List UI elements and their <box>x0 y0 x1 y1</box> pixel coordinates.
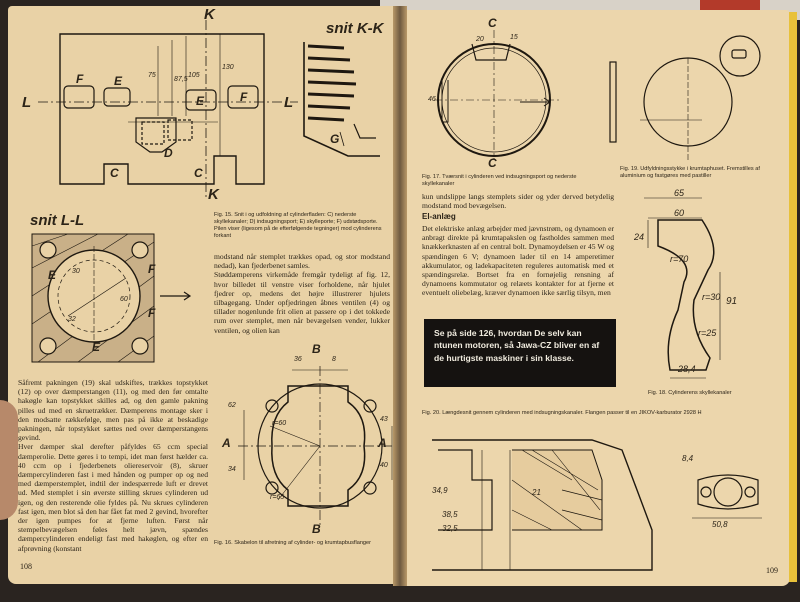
template-dimension-43: 43 <box>380 416 388 423</box>
section-label-k-top: K <box>204 6 215 23</box>
figure-15-caption: Fig. 15. Snit i og udfoldning af cylinde… <box>214 212 382 239</box>
fig18-dimension-r30: r=30 <box>702 292 721 302</box>
fig20-dimension-38-5: 38,5 <box>442 510 458 519</box>
port-label-e: E <box>114 74 123 88</box>
template-dimension-62: 62 <box>228 402 236 409</box>
template-label-b-top: B <box>312 342 321 356</box>
template-dimension-r60: r=60 <box>272 420 287 427</box>
section-label-k-bottom: K <box>208 186 219 203</box>
fig20-dimension-50-8: 50,8 <box>712 520 728 529</box>
dimension-87-5: 87,5 <box>174 76 188 83</box>
continued-text: kun undslippe langs stemplets sider og y… <box>422 192 614 211</box>
template-label-a-left: A <box>222 436 231 450</box>
ll-label-e-lower: E <box>92 340 101 354</box>
template-dimension-36: 36 <box>294 356 302 363</box>
fig18-dimension-65: 65 <box>674 188 685 198</box>
port-label-c-right: C <box>194 166 203 180</box>
fig18-dimension-r70: r=70 <box>670 254 689 264</box>
page-number-right: 109 <box>766 566 778 575</box>
ll-label-e: E <box>48 268 57 282</box>
section-label-l-right: L <box>284 94 294 111</box>
port-label-f-right: F <box>240 90 248 104</box>
ll-label-f: F <box>148 262 156 276</box>
fig17-label-c-bottom: C <box>488 156 497 170</box>
background-book-spine <box>700 0 760 12</box>
fig17-dimension-15: 15 <box>510 34 518 41</box>
fig18-dimension-r25: r=25 <box>698 328 717 338</box>
holding-thumb <box>0 400 18 520</box>
left-column-text: Såfremt pakningen (19) skal udskiftes, t… <box>18 378 208 553</box>
ll-dimension-60: 60 <box>120 296 128 303</box>
port-label-f: F <box>76 72 84 86</box>
section-title-snit-kk: snit K-K <box>326 20 384 37</box>
book-edge <box>789 12 797 582</box>
port-label-c: C <box>110 166 119 180</box>
right-page: C C 20 15 46 Fig. 17. Tværsnit i cylinde… <box>402 10 790 586</box>
fig20-dimension-21: 21 <box>532 488 541 497</box>
fig20-dimension-32-5: 32,5 <box>442 524 458 533</box>
dimension-75: 75 <box>148 72 156 79</box>
fig18-dimension-28-4: 28,4 <box>678 364 696 374</box>
template-label-a-right: A <box>378 436 387 450</box>
figure-17-caption: Fig. 17. Tværsnit i cylinderen ved indsu… <box>422 174 577 187</box>
ll-dimension-32: 32 <box>68 316 76 323</box>
dimension-130: 130 <box>222 64 234 71</box>
template-dimension-r65: r=65 <box>270 494 285 501</box>
template-label-b-bottom: B <box>312 522 321 536</box>
ll-label-f-lower: F <box>148 306 156 320</box>
template-dimension-8: 8 <box>332 356 336 363</box>
port-label-d: D <box>164 146 173 160</box>
figure-18-caption: Fig. 18. Cylinderens skyllekanaler <box>648 390 732 396</box>
figure-20-caption: Fig. 20. Længdesnit gennem cylinderen me… <box>422 410 702 416</box>
fig20-dimension-34-9: 34,9 <box>432 486 448 495</box>
el-anlaeg-text: Det elektriske anlæg arbejder med jævnst… <box>422 224 614 298</box>
port-label-e-right: E <box>196 94 205 108</box>
page-number-left: 108 <box>20 562 32 571</box>
fig18-dimension-91: 91 <box>726 296 738 307</box>
fin-label-g: G <box>330 132 340 146</box>
fig18-dimension-60: 60 <box>674 208 685 218</box>
section-heading: El-anlæg <box>422 212 456 221</box>
template-dimension-34: 34 <box>228 466 236 473</box>
fig18-dimension-24: 24 <box>634 232 645 242</box>
fig17-dimension-20: 20 <box>476 36 484 43</box>
section-label-l-left: L <box>22 94 32 111</box>
section-title-snit-ll: snit L-L <box>30 212 85 229</box>
template-dimension-40: 40 <box>380 462 388 469</box>
dimension-105: 105 <box>188 72 200 79</box>
right-page-drawings <box>432 30 762 571</box>
right-column-text: modstand når stemplet trækkes opad, og s… <box>214 252 390 335</box>
book-gutter <box>393 6 407 586</box>
fig17-label-c-top: C <box>488 16 497 30</box>
ll-dimension-30: 30 <box>72 268 80 275</box>
left-page: K K snit K-K L L F E E F D C C G 75 87,5… <box>8 6 400 584</box>
ad-box: Se på side 126, hvordan De selv kan ntun… <box>424 319 616 387</box>
figure-16-caption: Fig. 16. Skabelon til afretning af cylin… <box>214 540 372 546</box>
fig17-dimension-46: 46 <box>428 96 436 103</box>
fig20-dimension-8-4: 8,4 <box>682 454 694 463</box>
figure-19-caption: Fig. 19. Udfyldningsstykke i krumtaphuse… <box>620 166 760 179</box>
left-page-drawings <box>31 20 400 526</box>
